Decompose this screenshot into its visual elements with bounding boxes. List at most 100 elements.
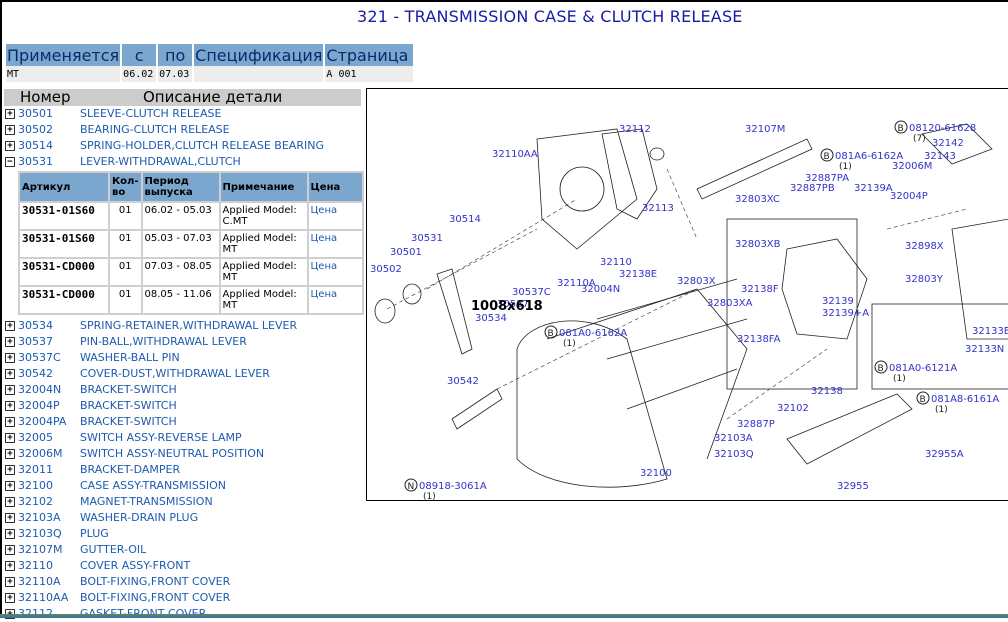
expand-toggle-icon[interactable]: + <box>5 125 15 135</box>
expand-toggle-icon[interactable]: + <box>5 385 15 395</box>
callout-label[interactable]: 32139 <box>822 296 854 307</box>
part-number-link[interactable]: 30537 <box>18 335 53 348</box>
part-description-link[interactable]: BEARING-CLUTCH RELEASE <box>80 123 230 136</box>
callout-label[interactable]: 30534 <box>475 313 507 324</box>
callout-label[interactable]: 30537C <box>512 287 551 298</box>
expand-toggle-icon[interactable]: + <box>5 353 15 363</box>
expand-toggle-icon[interactable]: + <box>5 593 15 603</box>
expand-toggle-icon[interactable]: + <box>5 465 15 475</box>
part-number-link[interactable]: 32110A <box>18 575 61 588</box>
part-description-link[interactable]: SPRING-RETAINER,WITHDRAWAL LEVER <box>80 319 298 332</box>
callout-label[interactable]: 32138F <box>741 284 779 295</box>
price-link[interactable]: Цена <box>308 231 362 257</box>
expand-toggle-icon[interactable]: + <box>5 337 15 347</box>
part-description-link[interactable]: CASE ASSY-TRANSMISSION <box>80 479 226 492</box>
callout-label[interactable]: 32138E <box>619 269 657 280</box>
callout-label[interactable]: 32133N <box>965 344 1004 355</box>
expand-toggle-icon[interactable]: + <box>5 513 15 523</box>
callout-label[interactable]: 32006M <box>892 161 932 172</box>
callout-label[interactable]: 32100 <box>640 468 672 479</box>
part-row[interactable]: +32004N BRACKET-SWITCH <box>4 382 364 398</box>
part-description-link[interactable]: SPRING-HOLDER,CLUTCH RELEASE BEARING <box>80 139 324 152</box>
callout-label[interactable]: 32103Q <box>714 449 754 460</box>
callout-label[interactable]: 32113 <box>642 203 674 214</box>
part-description-link[interactable]: BOLT-FIXING,FRONT COVER <box>80 575 231 588</box>
callout-label[interactable]: 30531 <box>411 233 443 244</box>
callout-label[interactable]: 30537 <box>497 299 529 310</box>
part-description-link[interactable]: COVER-DUST,WITHDRAWAL LEVER <box>80 367 270 380</box>
expand-toggle-icon[interactable]: + <box>5 433 15 443</box>
price-link[interactable]: Цена <box>308 259 362 285</box>
part-number-link[interactable]: 32100 <box>18 479 53 492</box>
expand-toggle-icon[interactable]: + <box>5 417 15 427</box>
part-description-link[interactable]: SWITCH ASSY-REVERSE LAMP <box>80 431 242 444</box>
callout-label[interactable]: 32138 <box>811 386 843 397</box>
callout-label[interactable]: 32004N <box>581 284 620 295</box>
part-number-link[interactable]: 32004N <box>18 383 62 396</box>
price-link[interactable]: Цена <box>308 287 362 313</box>
callout-label[interactable]: 32112 <box>619 124 651 135</box>
part-row[interactable]: +30537C WASHER-BALL PIN <box>4 350 364 366</box>
callout-label[interactable]: 32887PB <box>790 183 835 194</box>
callout-label[interactable]: 32107M <box>745 124 785 135</box>
callout-label[interactable]: 32138FA <box>737 334 781 345</box>
part-description-link[interactable]: MAGNET-TRANSMISSION <box>80 495 213 508</box>
part-number-link[interactable]: 32103A <box>18 511 61 524</box>
part-number-link[interactable]: 30531 <box>18 155 53 168</box>
callout-label[interactable]: 30502 <box>370 264 402 275</box>
callout-label[interactable]: 32803XB <box>735 239 781 250</box>
part-number-link[interactable]: 32005 <box>18 431 53 444</box>
part-description-link[interactable]: PIN-BALL,WITHDRAWAL LEVER <box>80 335 247 348</box>
part-row[interactable]: +32110A BOLT-FIXING,FRONT COVER <box>4 574 364 590</box>
callout-label[interactable]: 32803X <box>677 276 716 287</box>
part-row[interactable]: +32005 SWITCH ASSY-REVERSE LAMP <box>4 430 364 446</box>
callout-label[interactable]: 32102 <box>777 403 809 414</box>
part-row[interactable]: +30502 BEARING-CLUTCH RELEASE <box>4 122 364 138</box>
callout-label[interactable]: 32887PA <box>805 173 849 184</box>
part-description-link[interactable]: LEVER-WITHDRAWAL,CLUTCH <box>80 155 241 168</box>
callout-label[interactable]: 32143 <box>924 151 956 162</box>
part-number-link[interactable]: 32102 <box>18 495 53 508</box>
price-link[interactable]: Цена <box>308 203 362 229</box>
part-description-link[interactable]: SLEEVE-CLUTCH RELEASE <box>80 107 222 120</box>
part-row[interactable]: +30537 PIN-BALL,WITHDRAWAL LEVER <box>4 334 364 350</box>
callout-label[interactable]: 32133E <box>972 326 1008 337</box>
part-description-link[interactable]: PLUG <box>80 527 109 540</box>
part-number-link[interactable]: 32004P <box>18 399 60 412</box>
callout-label[interactable]: 32898X <box>905 241 944 252</box>
part-row[interactable]: +32110AA BOLT-FIXING,FRONT COVER <box>4 590 364 606</box>
expand-toggle-icon[interactable]: − <box>5 157 15 167</box>
part-description-link[interactable]: WASHER-BALL PIN <box>80 351 180 364</box>
part-description-link[interactable]: COVER ASSY-FRONT <box>80 559 191 572</box>
part-number-link[interactable]: 32006M <box>18 447 63 460</box>
part-number-link[interactable]: 32004PA <box>18 415 67 428</box>
part-number-link[interactable]: 32110AA <box>18 591 69 604</box>
part-row[interactable]: −30531 LEVER-WITHDRAWAL,CLUTCH <box>4 154 364 170</box>
callout-label[interactable]: 32110A <box>557 278 596 289</box>
callout-label[interactable]: 32110 <box>600 257 632 268</box>
part-description-link[interactable]: BRACKET-SWITCH <box>80 399 177 412</box>
part-description-link[interactable]: BOLT-FIXING,FRONT COVER <box>80 591 231 604</box>
part-description-link[interactable]: BRACKET-SWITCH <box>80 383 177 396</box>
part-description-link[interactable]: SWITCH ASSY-NEUTRAL POSITION <box>80 447 265 460</box>
part-description-link[interactable]: BRACKET-DAMPER <box>80 463 181 476</box>
part-number-link[interactable]: 30502 <box>18 123 53 136</box>
part-number-link[interactable]: 30537C <box>18 351 61 364</box>
callout-label[interactable]: 32955 <box>837 481 869 492</box>
part-number-link[interactable]: 32011 <box>18 463 53 476</box>
expand-toggle-icon[interactable]: + <box>5 577 15 587</box>
expand-toggle-icon[interactable]: + <box>5 141 15 151</box>
